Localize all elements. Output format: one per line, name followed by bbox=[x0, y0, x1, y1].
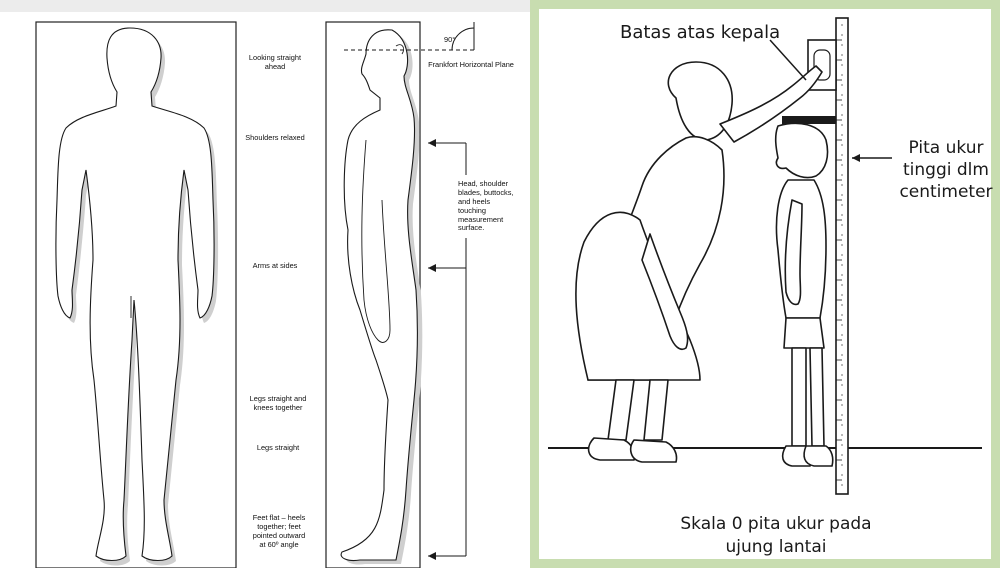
label-pita-ukur-line1: Pita ukur bbox=[896, 138, 996, 158]
label-shoulders-relaxed: Shoulders relaxed bbox=[240, 134, 310, 143]
arrow-buttocks bbox=[428, 264, 436, 272]
label-batas-atas-kepala: Batas atas kepala bbox=[620, 22, 780, 43]
top-strip bbox=[0, 0, 530, 12]
label-skala-line2: ujung lantai bbox=[626, 537, 926, 557]
label-legs-straight: Legs straight bbox=[240, 444, 316, 453]
arrow-shoulders bbox=[428, 139, 436, 147]
side-body-silhouette bbox=[341, 30, 422, 565]
label-skala-line1: Skala 0 pita ukur pada bbox=[626, 514, 926, 534]
label-pita-ukur-line2: tinggi dlm bbox=[896, 160, 996, 180]
height-measurement-panel: Batas atas kepala Pita ukur tinggi dlm c… bbox=[530, 0, 1000, 568]
posture-diagram-panel: Looking straight ahead 90° Frankfort Hor… bbox=[0, 0, 530, 568]
label-legs-knees-together: Legs straight and knees together bbox=[240, 395, 316, 413]
label-arms-at-sides: Arms at sides bbox=[240, 262, 310, 271]
label-feet-position: Feet flat – heels together; feet pointed… bbox=[250, 514, 308, 550]
posture-diagram-art bbox=[0, 0, 530, 568]
label-head-contact: Head, shoulder blades, buttocks, and hee… bbox=[458, 180, 514, 233]
front-body-silhouette bbox=[56, 28, 218, 566]
arrow-heels bbox=[428, 552, 436, 560]
label-frankfort-plane: Frankfort Horizontal Plane bbox=[428, 61, 514, 70]
height-measurement-art bbox=[530, 0, 1000, 568]
label-looking-ahead: Looking straight ahead bbox=[240, 54, 310, 72]
arrow-heads bbox=[428, 139, 436, 560]
label-pita-ukur-line3: centimeter bbox=[896, 182, 996, 202]
label-90-degrees: 90° bbox=[444, 36, 474, 45]
